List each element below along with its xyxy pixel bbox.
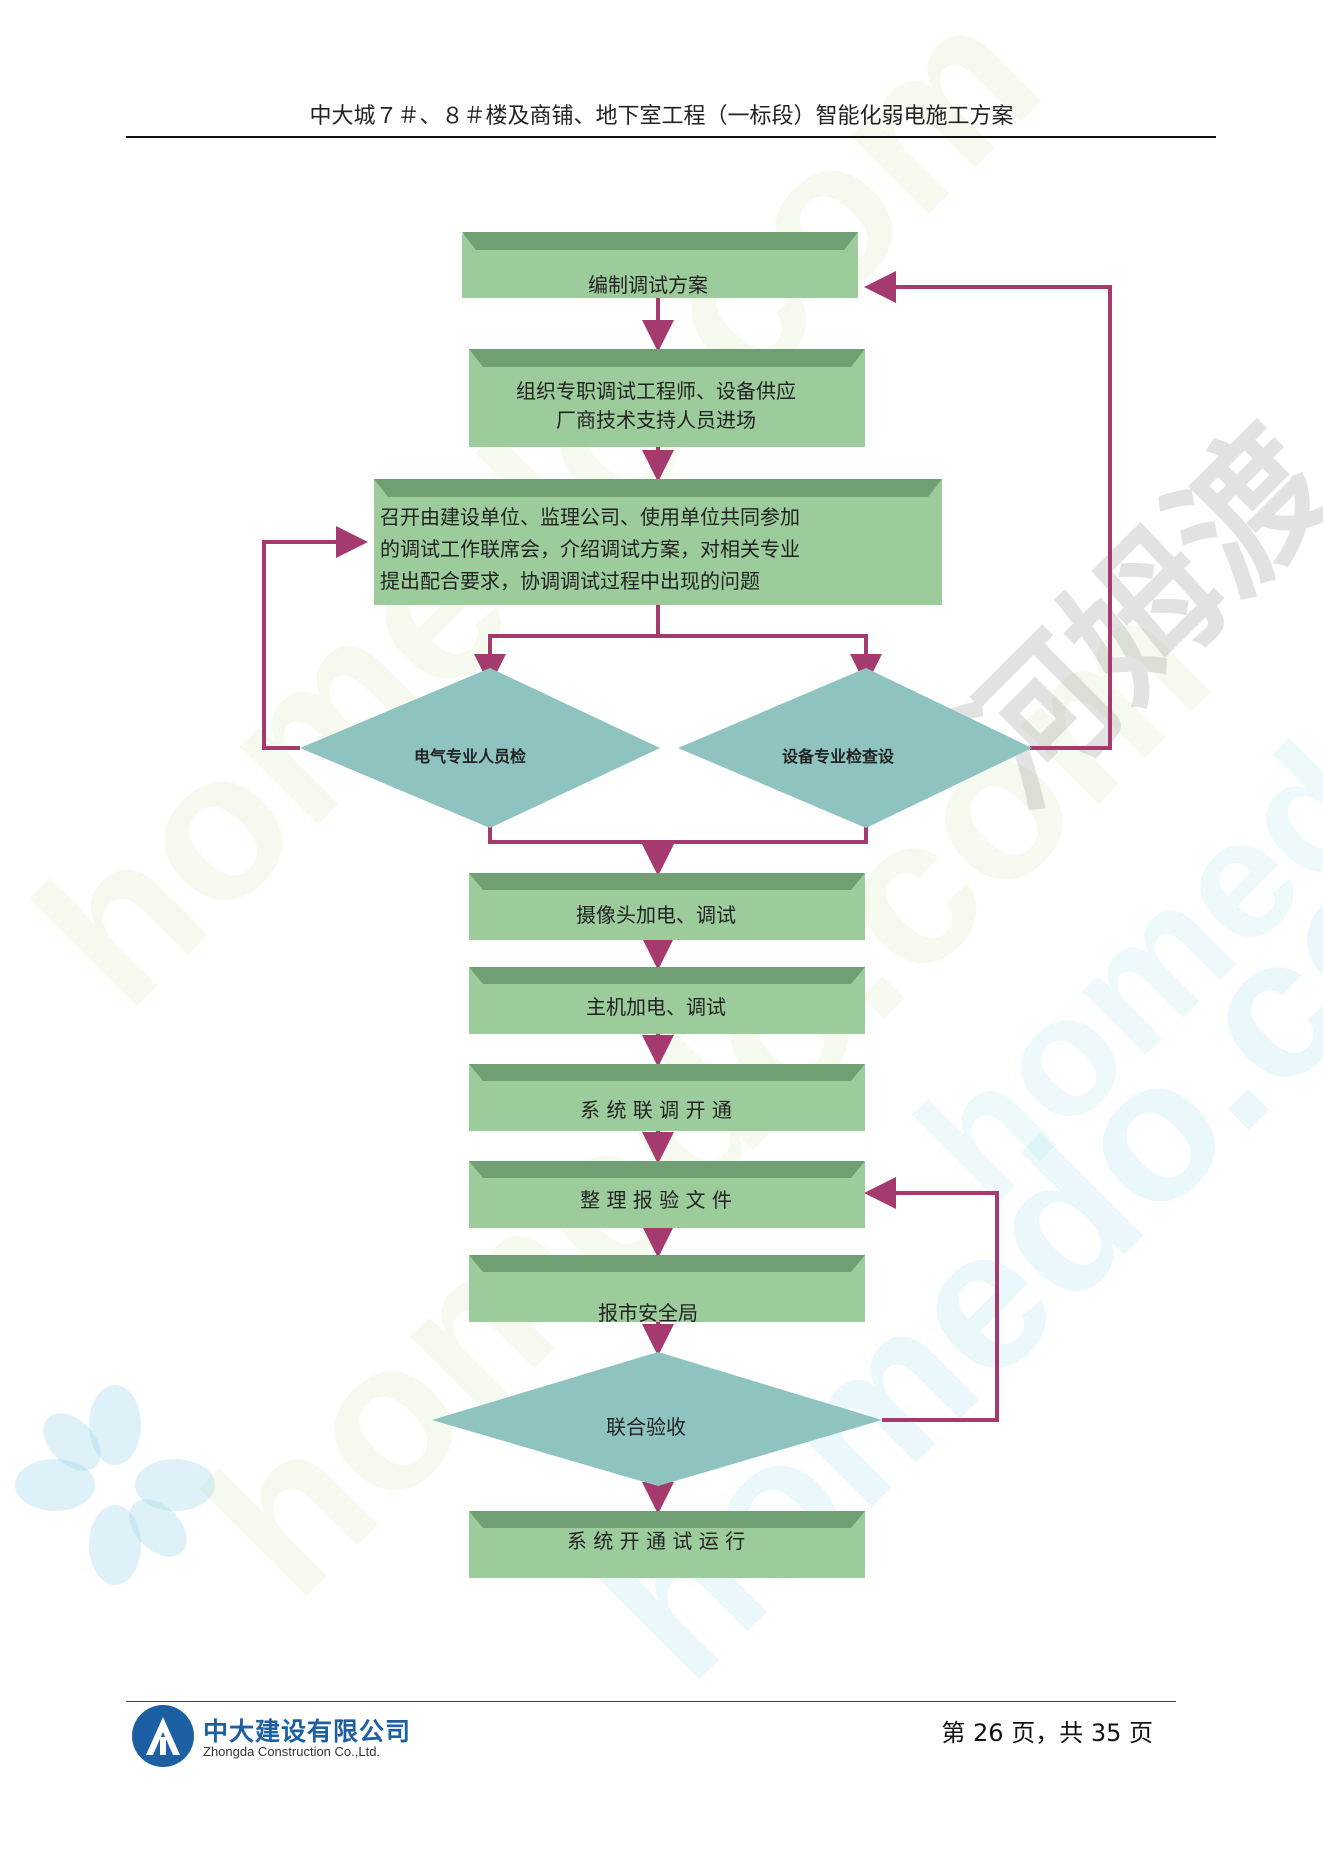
loop-left-back [262, 526, 368, 750]
watermark-flower [15, 1385, 215, 1585]
decision-electrical: 电气专业人员检 [300, 668, 660, 828]
node-camera: 摄像头加电、调试 [469, 873, 865, 940]
decision-equipment: 设备专业检查设 [678, 668, 1032, 828]
node-system-link: 系 统 联 调 开 通 [469, 1064, 865, 1131]
node-documents-label: 整 理 报 验 文 件 [580, 1188, 732, 1212]
node-security-bureau: 报市安全局 [469, 1255, 865, 1325]
node-plan-label: 编制调试方案 [588, 273, 708, 297]
loop-right-back [864, 271, 1112, 750]
node-meeting-line3: 提出配合要求，协调调试过程中出现的问题 [380, 569, 760, 593]
node-plan: 编制调试方案 [462, 232, 858, 298]
node-trial-run: 系 统 开 通 试 运 行 [469, 1511, 865, 1578]
company-logo [132, 1705, 194, 1767]
node-system-link-label: 系 统 联 调 开 通 [580, 1098, 732, 1122]
branch-merge [488, 808, 868, 844]
page-header-title: 中大城７＃、８＃楼及商铺、地下室工程（一标段）智能化弱电施工方案 [309, 104, 1014, 129]
page-number: 第 26 页，共 35 页 [941, 1719, 1153, 1747]
branch-split [488, 605, 660, 680]
node-staff-line2: 厂商技术支持人员进场 [556, 408, 756, 432]
decision-acceptance: 联合验收 [432, 1352, 882, 1486]
header-divider [126, 136, 1216, 138]
node-meeting-line2: 的调试工作联席会，介绍调试方案，对相关专业 [380, 537, 800, 561]
node-documents: 整 理 报 验 文 件 [469, 1161, 865, 1228]
node-staff: 组织专职调试工程师、设备供应 厂商技术支持人员进场 [469, 349, 865, 447]
node-trial-run-label: 系 统 开 通 试 运 行 [567, 1529, 745, 1553]
branch-split-right [658, 634, 868, 680]
node-security-bureau-label: 报市安全局 [598, 1301, 698, 1325]
node-host-label: 主机加电、调试 [586, 995, 726, 1019]
node-camera-label: 摄像头加电、调试 [576, 903, 736, 927]
footer-divider [126, 1701, 1176, 1702]
company-name-en: Zhongda Construction Co.,Ltd. [203, 1744, 381, 1759]
node-meeting-line1: 召开由建设单位、监理公司、使用单位共同参加 [380, 505, 800, 529]
decision-electrical-label: 电气专业人员检 [414, 747, 526, 766]
decision-acceptance-label: 联合验收 [606, 1415, 686, 1439]
loop-accept-back [864, 1177, 999, 1422]
node-meeting: 召开由建设单位、监理公司、使用单位共同参加 的调试工作联席会，介绍调试方案，对相… [374, 479, 942, 605]
decision-equipment-label: 设备专业检查设 [782, 747, 895, 766]
node-host: 主机加电、调试 [469, 967, 865, 1034]
company-name-cn: 中大建设有限公司 [203, 1717, 412, 1746]
node-staff-line1: 组织专职调试工程师、设备供应 [516, 379, 796, 403]
